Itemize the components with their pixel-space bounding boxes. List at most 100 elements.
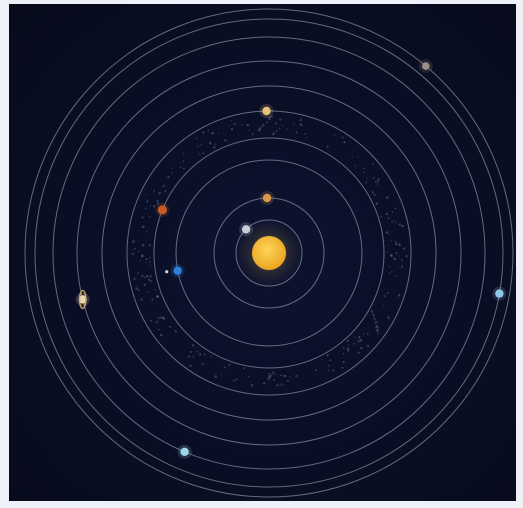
asteroid (391, 270, 393, 273)
asteroid (328, 364, 330, 367)
asteroid (143, 276, 146, 279)
asteroid (150, 280, 153, 283)
asteroid (390, 254, 393, 257)
asteroid (247, 375, 250, 378)
asteroid (394, 240, 397, 243)
asteroid (251, 133, 254, 136)
planet-neptune[interactable] (492, 286, 507, 301)
asteroid (139, 260, 141, 262)
moon[interactable] (165, 270, 169, 274)
asteroid (145, 261, 147, 264)
planet-uranus[interactable] (177, 444, 192, 459)
asteroid (156, 199, 158, 202)
asteroid (279, 384, 281, 387)
asteroid (141, 255, 144, 258)
asteroid (326, 145, 329, 148)
asteroid (353, 342, 356, 345)
planet-saturn[interactable] (75, 289, 90, 310)
asteroid (217, 132, 220, 134)
asteroid (362, 333, 365, 335)
asteroid (141, 216, 144, 219)
asteroid (300, 118, 302, 120)
asteroid (271, 133, 274, 136)
orbit-ring (76, 60, 462, 446)
asteroid (156, 295, 160, 299)
asteroid (228, 363, 231, 366)
asteroid (375, 202, 379, 205)
asteroid (394, 258, 397, 261)
asteroid (250, 384, 254, 387)
planet-earth[interactable] (165, 263, 185, 278)
asteroid (196, 350, 199, 353)
asteroid (223, 366, 226, 369)
asteroid (137, 285, 139, 287)
sun[interactable] (235, 219, 303, 287)
asteroid (326, 354, 329, 357)
planet-mercury[interactable] (239, 222, 254, 237)
asteroid (372, 193, 375, 196)
asteroid (171, 172, 173, 174)
asteroid (342, 360, 345, 364)
asteroid (179, 166, 182, 169)
asteroid (163, 317, 166, 320)
asteroid (214, 143, 216, 145)
asteroid (385, 231, 389, 234)
asteroid (198, 353, 202, 356)
pluto-body[interactable] (422, 62, 430, 70)
asteroid (141, 244, 145, 247)
asteroid (341, 366, 344, 369)
asteroid (268, 117, 271, 120)
asteroid (332, 369, 335, 372)
mars-body[interactable] (157, 205, 167, 215)
asteroid (401, 265, 403, 267)
asteroid (233, 379, 236, 382)
asteroid (268, 118, 271, 121)
venus-body[interactable] (262, 193, 272, 203)
asteroid (230, 128, 234, 131)
asteroid (274, 122, 278, 125)
asteroid (276, 130, 278, 132)
asteroid (393, 257, 396, 260)
asteroid (199, 153, 201, 155)
planet-pluto[interactable] (418, 59, 433, 74)
orbit-ring (52, 36, 486, 470)
asteroid (235, 378, 238, 381)
asteroid (267, 378, 270, 380)
asteroid (230, 120, 232, 122)
asteroid (134, 247, 136, 250)
asteroid (357, 351, 360, 355)
asteroid (293, 122, 295, 125)
planet-mars[interactable] (155, 202, 170, 217)
neptune-body[interactable] (495, 289, 504, 298)
planet-jupiter[interactable] (259, 104, 274, 118)
asteroid (265, 121, 268, 124)
asteroid (387, 316, 390, 319)
asteroid (145, 230, 148, 233)
asteroid (182, 168, 185, 170)
asteroid (171, 167, 173, 169)
planet-venus[interactable] (260, 191, 275, 205)
asteroid (365, 181, 368, 184)
asteroid (342, 352, 345, 355)
asteroid (200, 144, 202, 146)
asteroid (157, 316, 160, 319)
earth-body[interactable] (173, 266, 182, 275)
saturn-body[interactable] (78, 295, 87, 304)
asteroid (137, 288, 140, 291)
asteroid (289, 376, 291, 378)
asteroid (374, 318, 376, 321)
jupiter-body[interactable] (262, 106, 271, 116)
asteroid (380, 215, 383, 218)
asteroid-belt (131, 115, 408, 387)
sun-disc[interactable] (252, 236, 286, 270)
asteroid (259, 127, 262, 130)
asteroid (278, 127, 281, 130)
uranus-body[interactable] (180, 447, 189, 456)
asteroid (299, 123, 303, 126)
mercury-body[interactable] (241, 225, 251, 234)
asteroid (388, 317, 390, 320)
asteroid (273, 132, 276, 135)
asteroid (387, 217, 390, 220)
asteroid (394, 207, 397, 210)
